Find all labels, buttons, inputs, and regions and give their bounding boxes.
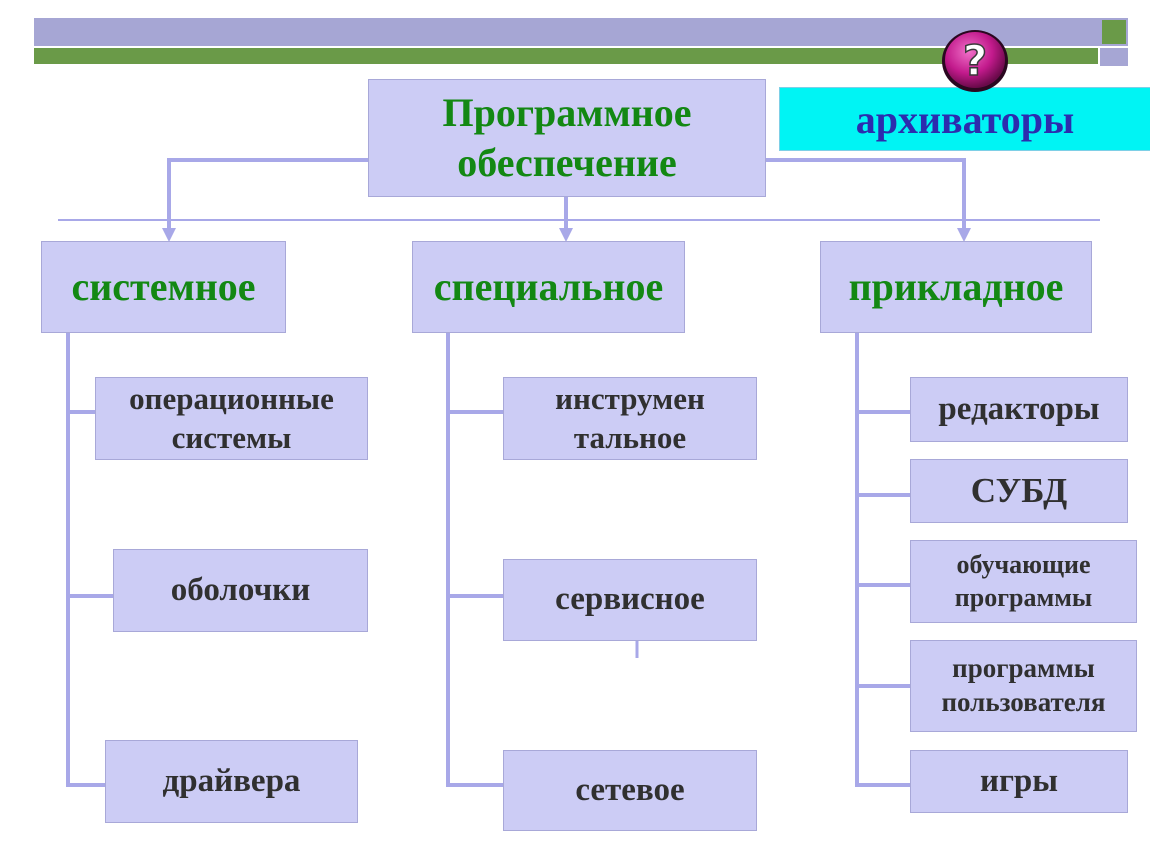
item-dbms-label: СУБД <box>970 471 1068 511</box>
header-bar-green <box>34 48 1098 64</box>
item-user-programs-line2: пользователя <box>941 687 1106 717</box>
arrowhead-system <box>162 228 176 242</box>
item-editors-label: редакторы <box>938 390 1100 427</box>
category-special: специальное <box>412 241 685 333</box>
item-educational-programs: обучающие программы <box>910 540 1137 623</box>
item-editors: редакторы <box>910 377 1128 442</box>
item-games: игры <box>910 750 1128 813</box>
header-corner-square-green <box>1102 20 1126 44</box>
item-service-label: сервисное <box>555 581 705 618</box>
item-operating-systems: операционные системы <box>95 377 368 460</box>
header-bar-lavender <box>34 18 1128 46</box>
category-special-label: специальное <box>433 264 664 309</box>
item-user-programs-line1: программы <box>952 653 1095 684</box>
item-shells: оболочки <box>113 549 368 632</box>
archivers-label: архиваторы <box>855 96 1075 142</box>
arrowhead-special <box>559 228 573 242</box>
item-instrumental-line1: инструмен <box>555 380 705 416</box>
category-applied-label: прикладное <box>848 264 1064 309</box>
category-system: системное <box>41 241 286 333</box>
item-service: сервисное <box>503 559 757 641</box>
item-shells-label: оболочки <box>170 571 311 608</box>
item-games-label: игры <box>979 762 1059 799</box>
item-network: сетевое <box>503 750 757 831</box>
archivers-tag: архиваторы <box>779 87 1150 151</box>
root-title-line1: Программное <box>442 90 692 135</box>
item-drivers: драйвера <box>105 740 358 823</box>
item-operating-systems-line2: системы <box>171 419 292 455</box>
category-system-label: системное <box>71 264 256 309</box>
svg-text:?: ? <box>963 36 987 85</box>
item-operating-systems-line1: операционные <box>129 380 334 416</box>
item-educational-programs-line1: обучающие <box>956 550 1091 579</box>
connector-root-system <box>167 158 368 230</box>
item-network-label: сетевое <box>575 771 685 808</box>
header-corner-square-lavender <box>1100 48 1128 66</box>
help-question-icon[interactable]: ? <box>940 28 1010 94</box>
item-educational-programs-line2: программы <box>954 582 1093 612</box>
item-instrumental: инструмен тальное <box>503 377 757 460</box>
arrowhead-applied <box>957 228 971 242</box>
item-dbms: СУБД <box>910 459 1128 523</box>
item-user-programs: программы пользователя <box>910 640 1137 732</box>
connector-root-applied <box>766 158 966 230</box>
category-applied: прикладное <box>820 241 1092 333</box>
root-title-line2: обеспечение <box>457 140 677 185</box>
item-instrumental-line2: тальное <box>573 419 687 455</box>
root-box: Программное обеспечение <box>368 79 766 197</box>
item-drivers-label: драйвера <box>162 762 301 799</box>
